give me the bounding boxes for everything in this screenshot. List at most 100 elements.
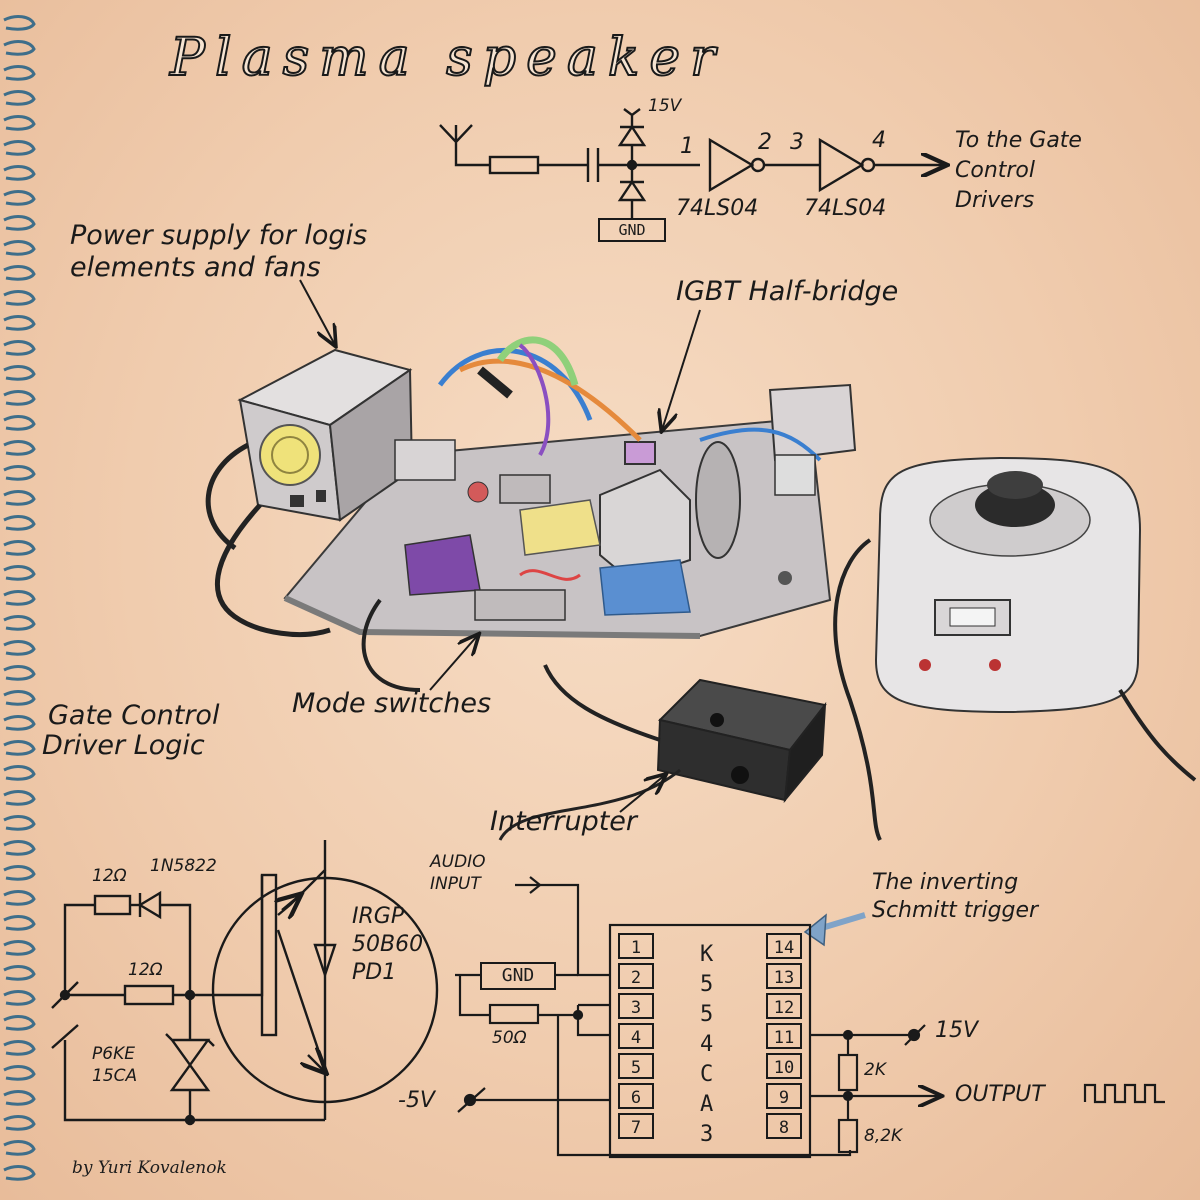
- spiral-binding-rings: [3, 15, 36, 1181]
- spiral-ring: [3, 890, 36, 906]
- clamp-diode-bottom: [617, 179, 647, 202]
- r-top-label: 2K: [864, 1060, 886, 1080]
- spiral-ring: [3, 115, 36, 131]
- spiral-ring: [3, 690, 36, 706]
- output-label: OUTPUT: [955, 1082, 1045, 1107]
- spiral-ring: [3, 615, 36, 631]
- spiral-ring: [3, 1015, 36, 1031]
- top-gnd-box: GND: [598, 218, 666, 242]
- spiral-ring: [3, 1165, 36, 1181]
- spiral-ring: [3, 1065, 36, 1081]
- spiral-ring: [3, 365, 36, 381]
- spiral-ring: [3, 315, 36, 331]
- gate-circuit: [51, 840, 439, 1126]
- chip-marking-letter: K: [700, 942, 714, 967]
- driver-board-purple: [404, 534, 481, 596]
- cooling-fan-icon: [695, 441, 741, 559]
- psu-fan-icon: [259, 424, 321, 486]
- spiral-ring: [3, 715, 36, 731]
- inverter-2: [818, 137, 865, 193]
- chip-marking-letter: A: [700, 1092, 714, 1117]
- pin-2-label: 2: [758, 130, 772, 155]
- perf-board-blue: [599, 559, 691, 616]
- spiral-binding: [0, 0, 40, 1200]
- spiral-ring: [3, 1140, 36, 1156]
- chip-marking-letter: 5: [700, 972, 714, 997]
- igbt-part-1: IRGP: [352, 904, 405, 929]
- spiral-ring: [3, 415, 36, 431]
- audio-input-label-2: INPUT: [430, 874, 481, 894]
- tvs-label-2: 15CA: [92, 1066, 138, 1086]
- spiral-ring: [3, 190, 36, 206]
- diode-label: 1N5822: [150, 856, 217, 876]
- igbt-part-3: PD1: [352, 960, 397, 985]
- chip-pin-right: 9: [766, 1083, 802, 1109]
- spiral-ring: [3, 40, 36, 56]
- r-in-label: 50Ω: [492, 1028, 527, 1048]
- spiral-ring: [3, 140, 36, 156]
- spiral-ring: [3, 590, 36, 606]
- chip-pin-left: 2: [618, 963, 654, 989]
- spiral-ring: [3, 90, 36, 106]
- apparatus-sketch: [205, 336, 1197, 841]
- output-square-wave-icon: [1083, 1083, 1165, 1104]
- variac: [874, 456, 1142, 714]
- spiral-ring: [3, 1040, 36, 1056]
- spiral-ring: [3, 640, 36, 656]
- r-bot-label: 8,2K: [864, 1126, 903, 1146]
- interrupter-box: [656, 678, 827, 804]
- igbt-heatsink: [599, 468, 691, 582]
- chip-marking-letter: C: [700, 1062, 714, 1087]
- spiral-ring: [3, 990, 36, 1006]
- chip-marking-letter: 4: [700, 1032, 714, 1057]
- ic2-label: 74LS04: [804, 196, 887, 221]
- spiral-ring: [3, 265, 36, 281]
- spiral-ring: [3, 765, 36, 781]
- perf-board-yellow: [519, 499, 601, 556]
- chip-pin-right: 10: [766, 1053, 802, 1079]
- spiral-ring: [3, 515, 36, 531]
- spiral-ring: [3, 240, 36, 256]
- spiral-ring: [3, 965, 36, 981]
- gate-control-label-2: Driver Logic: [42, 730, 205, 761]
- chip-pin-right: 14: [766, 933, 802, 959]
- gate-r1-label: 12Ω: [92, 866, 127, 886]
- clamp-diode-top: [617, 124, 647, 147]
- vpos-label: 15V: [935, 1018, 979, 1043]
- chip-pin-left: 1: [618, 933, 654, 959]
- spiral-ring: [3, 815, 36, 831]
- input-resistor-50: [488, 1003, 540, 1025]
- divider-resistor-8k2: [837, 1118, 859, 1154]
- pin-3-label: 3: [790, 130, 804, 155]
- spiral-ring: [3, 565, 36, 581]
- dest-line-2: Control: [955, 158, 1036, 183]
- igbt-chip: [624, 441, 656, 465]
- spiral-ring: [3, 65, 36, 81]
- schmitt-label-2: Schmitt trigger: [872, 898, 1039, 923]
- gate-r2-label: 12Ω: [128, 960, 163, 980]
- spiral-ring: [3, 165, 36, 181]
- schmitt-gnd-box: GND: [480, 962, 556, 990]
- spiral-ring: [3, 840, 36, 856]
- arrow-mode-switches: [429, 635, 478, 691]
- schmitt-circuit: [455, 876, 1165, 1159]
- spiral-ring: [3, 490, 36, 506]
- top-15v-label: 15V: [648, 96, 682, 116]
- schmitt-label-1: The inverting: [872, 870, 1019, 895]
- pin-1-label: 1: [680, 134, 694, 159]
- spiral-ring: [3, 915, 36, 931]
- chip-marking-letter: 3: [700, 1122, 714, 1147]
- power-supply-unit: [237, 348, 414, 522]
- chip-pin-left: 3: [618, 993, 654, 1019]
- pullup-resistor-2k: [837, 1053, 859, 1092]
- antenna-icon: [439, 124, 490, 167]
- arrow-igbt: [662, 309, 701, 430]
- top-circuit: [439, 108, 945, 218]
- spiral-ring: [3, 540, 36, 556]
- author-signature: by Yuri Kovalenok: [72, 1158, 227, 1178]
- vneg-label: -5V: [398, 1088, 435, 1113]
- spiral-ring: [3, 290, 36, 306]
- chip-pin-right: 13: [766, 963, 802, 989]
- chip-pin-left: 7: [618, 1113, 654, 1139]
